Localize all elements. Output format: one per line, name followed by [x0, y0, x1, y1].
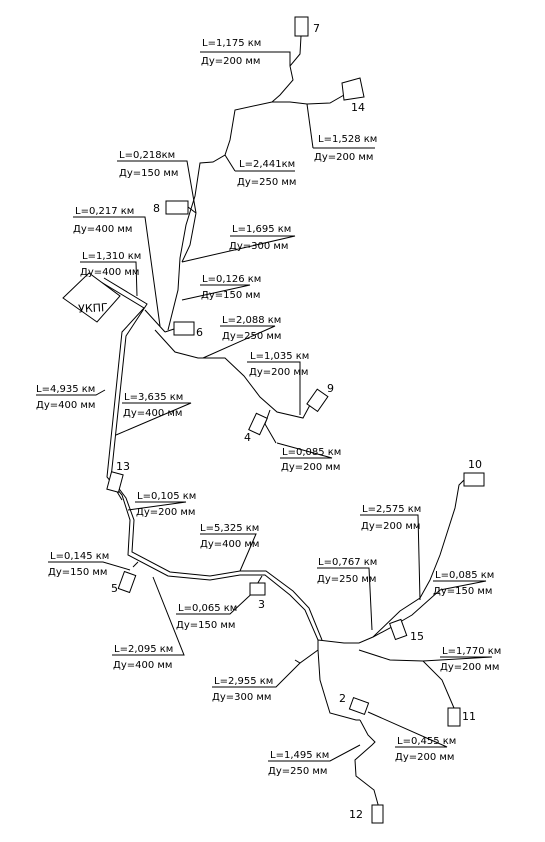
- node-number: 4: [244, 431, 251, 444]
- node-number: 11: [462, 710, 476, 723]
- segment-length: L=0,217 км: [75, 206, 134, 217]
- well-14-box: [341, 77, 365, 101]
- well-8-box: [165, 200, 189, 215]
- segment-length: L=1,695 км: [232, 224, 291, 235]
- segment-length: L=0,105 км: [137, 491, 196, 502]
- well-15-box: [388, 618, 408, 641]
- segment-length: L=1,175 км: [202, 38, 261, 49]
- segment-length: L=0,065 км: [178, 603, 237, 614]
- node-number: 2: [339, 692, 346, 705]
- node-number: 8: [153, 202, 160, 215]
- segment-length: L=1,035 км: [250, 351, 309, 362]
- segment-diameter: Ду=150 мм: [48, 567, 107, 578]
- segment-diameter: Ду=200 мм: [249, 367, 308, 378]
- leader-lines: [36, 51, 493, 762]
- segment-diameter: Ду=150 мм: [201, 290, 260, 301]
- segment-length: L=1,310 км: [82, 251, 141, 262]
- segment-diameter: Ду=200 мм: [395, 752, 454, 763]
- segment-length: L=5,325 км: [200, 523, 259, 534]
- segment-diameter: Ду=400 мм: [123, 408, 182, 419]
- node-number: 15: [410, 630, 424, 643]
- segment-diameter: Ду=250 мм: [268, 766, 327, 777]
- segment-diameter: Ду=200 мм: [201, 56, 260, 67]
- segment-diameter: Ду=200 мм: [440, 662, 499, 673]
- node-number: 6: [196, 326, 203, 339]
- well-4-box: [248, 412, 268, 436]
- well-12-box: [371, 804, 384, 824]
- node-number: 7: [313, 22, 320, 35]
- segment-length: L=0,145 км: [50, 551, 109, 562]
- well-11-box: [447, 707, 461, 727]
- segment-labels: L=1,175 км Ду=200 мм L=1,528 км Ду=200 м…: [36, 38, 501, 777]
- segment-length: L=0,455 км: [397, 736, 456, 747]
- well-2-box: [348, 696, 370, 716]
- well-5-box: [117, 570, 137, 594]
- segment-diameter: Ду=150 мм: [433, 586, 492, 597]
- ukpg-label: УКПГ: [78, 301, 108, 316]
- segment-diameter: Ду=200 мм: [136, 507, 195, 518]
- main-trunk-pipeline: [100, 277, 323, 641]
- well-9-box: [306, 388, 329, 413]
- well-13-box: [106, 471, 124, 493]
- segment-length: L=2,088 км: [222, 315, 281, 326]
- segment-diameter: Ду=400 мм: [113, 660, 172, 671]
- segment-diameter: Ду=400 мм: [36, 400, 95, 411]
- segment-length: L=4,935 км: [36, 384, 95, 395]
- segment-diameter: Ду=250 мм: [222, 331, 281, 342]
- segment-diameter: Ду=400 мм: [73, 224, 132, 235]
- segment-length: L=3,635 км: [124, 392, 183, 403]
- segment-diameter: Ду=300 мм: [212, 692, 271, 703]
- segment-diameter: Ду=250 мм: [237, 177, 296, 188]
- node-number: 13: [116, 460, 130, 473]
- node-number: 9: [327, 382, 334, 395]
- well-7-box: [294, 16, 309, 37]
- node-numbers: 7 14 8 6 9 4 13 5 3 10 15 11 2 12 УКПГ: [78, 22, 482, 821]
- segment-length: L=2,095 км: [114, 644, 173, 655]
- segment-diameter: Ду=300 мм: [229, 241, 288, 252]
- segment-length: L=2,575 км: [362, 504, 421, 515]
- node-number: 5: [111, 582, 118, 595]
- segment-diameter: Ду=150 мм: [176, 620, 235, 631]
- well-10-box: [463, 472, 485, 487]
- segment-diameter: Ду=400 мм: [200, 539, 259, 550]
- segment-length: L=0,126 км: [202, 274, 261, 285]
- segment-diameter: Ду=250 мм: [317, 574, 376, 585]
- segment-length: L=0,218км: [119, 150, 175, 161]
- segment-diameter: Ду=150 мм: [119, 168, 178, 179]
- segment-diameter: Ду=200 мм: [281, 462, 340, 473]
- node-number: 14: [351, 101, 365, 114]
- segment-length: L=0,767 км: [318, 557, 377, 568]
- segment-diameter: Ду=400 мм: [80, 267, 139, 278]
- node-number: 12: [349, 808, 363, 821]
- segment-length: L=2,441км: [239, 159, 295, 170]
- well-3-box: [249, 582, 266, 596]
- segment-diameter: Ду=200 мм: [314, 152, 373, 163]
- well-markers: [62, 16, 485, 824]
- segment-length: L=1,770 км: [442, 646, 501, 657]
- segment-length: L=1,495 км: [270, 750, 329, 761]
- segment-length: L=1,528 км: [318, 134, 377, 145]
- node-number: 10: [468, 458, 482, 471]
- segment-length: L=0,085 км: [282, 447, 341, 458]
- segment-diameter: Ду=200 мм: [361, 521, 420, 532]
- segment-length: L=2,955 км: [214, 676, 273, 687]
- well-6-box: [173, 321, 195, 336]
- ukpg-plant-box: [62, 272, 121, 323]
- node-number: 3: [258, 598, 265, 611]
- segment-length: L=0,085 км: [435, 570, 494, 581]
